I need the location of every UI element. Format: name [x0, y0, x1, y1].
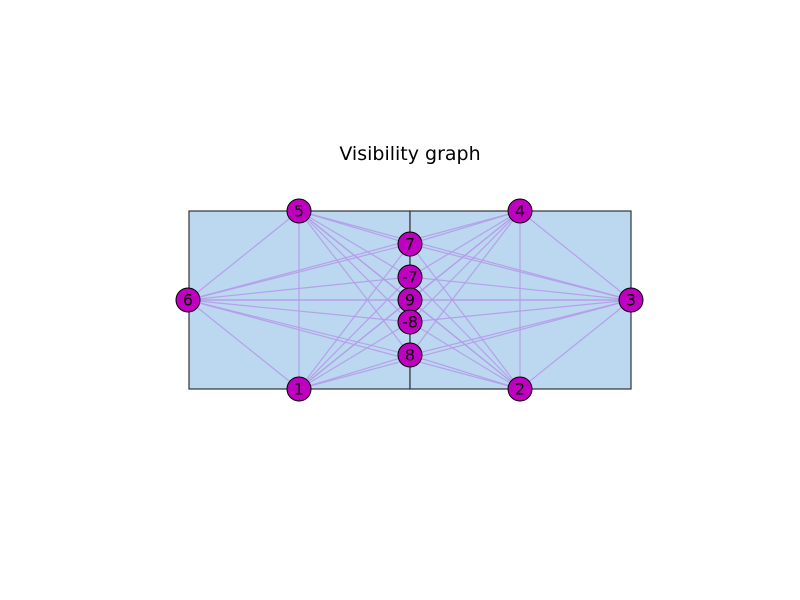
node-nm8: -8: [397, 309, 423, 335]
node-nm7: -7: [397, 264, 423, 290]
node-label: 2: [515, 380, 525, 399]
node-label: -7: [402, 268, 418, 287]
edge-n3-nm7: [409, 276, 632, 301]
edge-n6-n8: [187, 299, 411, 356]
edge-n6-n1: [187, 299, 300, 390]
node-circle: [618, 287, 644, 313]
edge-n2-n3: [519, 299, 632, 390]
edge-n3-nm8: [409, 299, 632, 323]
edge-n5-nm7: [298, 210, 411, 278]
node-circle: [397, 309, 423, 335]
edge-n2-nm8: [409, 321, 521, 390]
edge-n2-n8: [409, 354, 521, 390]
node-label: 1: [294, 380, 304, 399]
node-n7: 7: [397, 231, 423, 257]
node-label: 6: [183, 291, 193, 310]
node-label: 5: [294, 202, 304, 221]
edge-n6-nm8: [187, 299, 411, 323]
edge-n6-n4: [187, 210, 521, 301]
edge-n5-nm8: [298, 210, 411, 323]
figure-title: Visibility graph: [339, 143, 480, 165]
edge-n1-nm8: [298, 321, 411, 390]
node-n9: 9: [397, 287, 423, 313]
node-circle: [286, 376, 312, 402]
edge-n6-nm7: [187, 276, 411, 301]
node-label: -8: [402, 313, 418, 332]
node-n2: 2: [507, 376, 533, 402]
node-circle: [397, 231, 423, 257]
edge-n3-n8: [409, 299, 632, 356]
edge-n1-n7: [298, 243, 411, 390]
edge-n4-n9: [409, 210, 521, 301]
edge-n4-n7: [409, 210, 521, 245]
edges-layer: [187, 210, 632, 390]
node-circle: [175, 287, 201, 313]
edge-n3-n7: [409, 243, 632, 301]
edge-n2-n9: [409, 299, 521, 390]
node-n3: 3: [618, 287, 644, 313]
node-label: 3: [626, 291, 636, 310]
node-circle: [507, 376, 533, 402]
edge-n1-nm7: [298, 276, 411, 390]
node-n4: 4: [507, 198, 533, 224]
node-label: 4: [515, 202, 525, 221]
node-circle: [286, 198, 312, 224]
edge-n4-n3: [519, 210, 632, 301]
edge-n4-nm8: [409, 210, 521, 323]
node-circle: [507, 198, 533, 224]
edge-n5-n6: [187, 210, 300, 301]
node-label: 7: [405, 235, 415, 254]
node-n1: 1: [286, 376, 312, 402]
node-circle: [397, 342, 423, 368]
node-label: 8: [405, 346, 415, 365]
edge-n1-n8: [298, 354, 411, 390]
edge-n2-nm7: [409, 276, 521, 390]
node-n8: 8: [397, 342, 423, 368]
nodes-layer: 1 2 3 4 5 6 7 -7 9 -8 8: [175, 198, 644, 402]
node-label: 9: [405, 291, 415, 310]
edge-n4-nm7: [409, 210, 521, 278]
node-n6: 6: [175, 287, 201, 313]
node-n5: 5: [286, 198, 312, 224]
